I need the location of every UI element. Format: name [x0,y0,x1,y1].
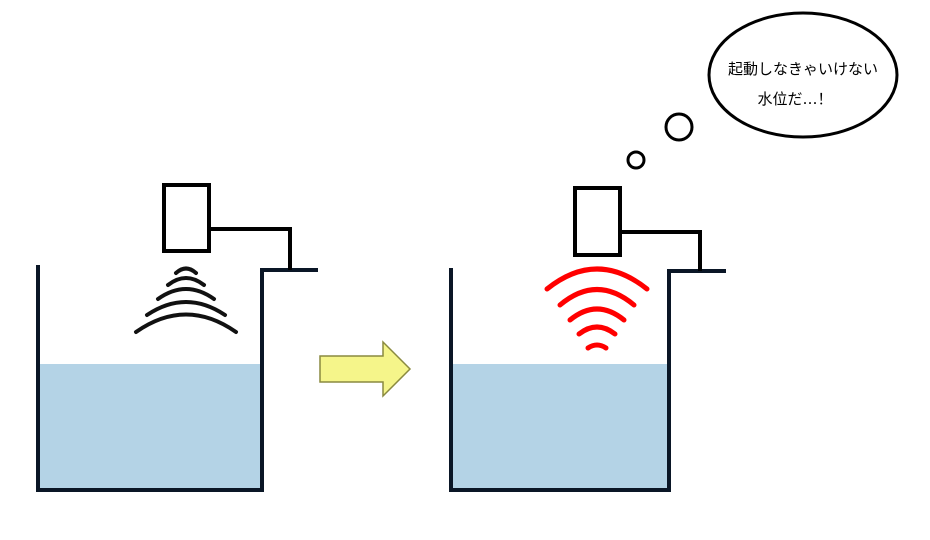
sensor-after [573,186,702,271]
water-before [38,364,262,490]
water-after [451,364,669,490]
tank-after-wall [449,268,726,492]
signal-before-wave-1 [174,266,198,275]
tank-after [449,268,726,492]
thought-cloud [707,11,899,139]
signal-after-wave-3 [567,306,627,323]
signal-before [134,266,238,334]
signal-after-wave-2 [557,287,637,308]
sensor-before [162,183,292,270]
sensor-before-body [162,183,211,253]
sensor-after-body [573,186,622,257]
signal-after-wave-1 [544,266,650,292]
sensor-before-cable [209,227,292,270]
signal-after-wave-5 [585,342,609,351]
signal-after-wave-4 [576,324,618,337]
signal-after [544,266,650,351]
thought-text-line-2: 水位だ…！ [757,90,832,108]
thought-bubble: 起動しなきゃいけない 水位だ…！ [626,11,899,170]
signal-before-wave-4 [145,300,227,317]
thought-text-line-1: 起動しなきゃいけない [728,60,878,78]
thought-dot-large [664,112,694,142]
tank-before [36,265,318,492]
signal-before-wave-2 [166,276,206,287]
signal-before-wave-5 [134,312,238,334]
sensor-after-cable [620,230,702,271]
thought-dot-small [626,150,646,170]
tank-before-wall [36,265,318,492]
transition-arrow [319,340,412,398]
signal-before-wave-3 [156,287,216,301]
